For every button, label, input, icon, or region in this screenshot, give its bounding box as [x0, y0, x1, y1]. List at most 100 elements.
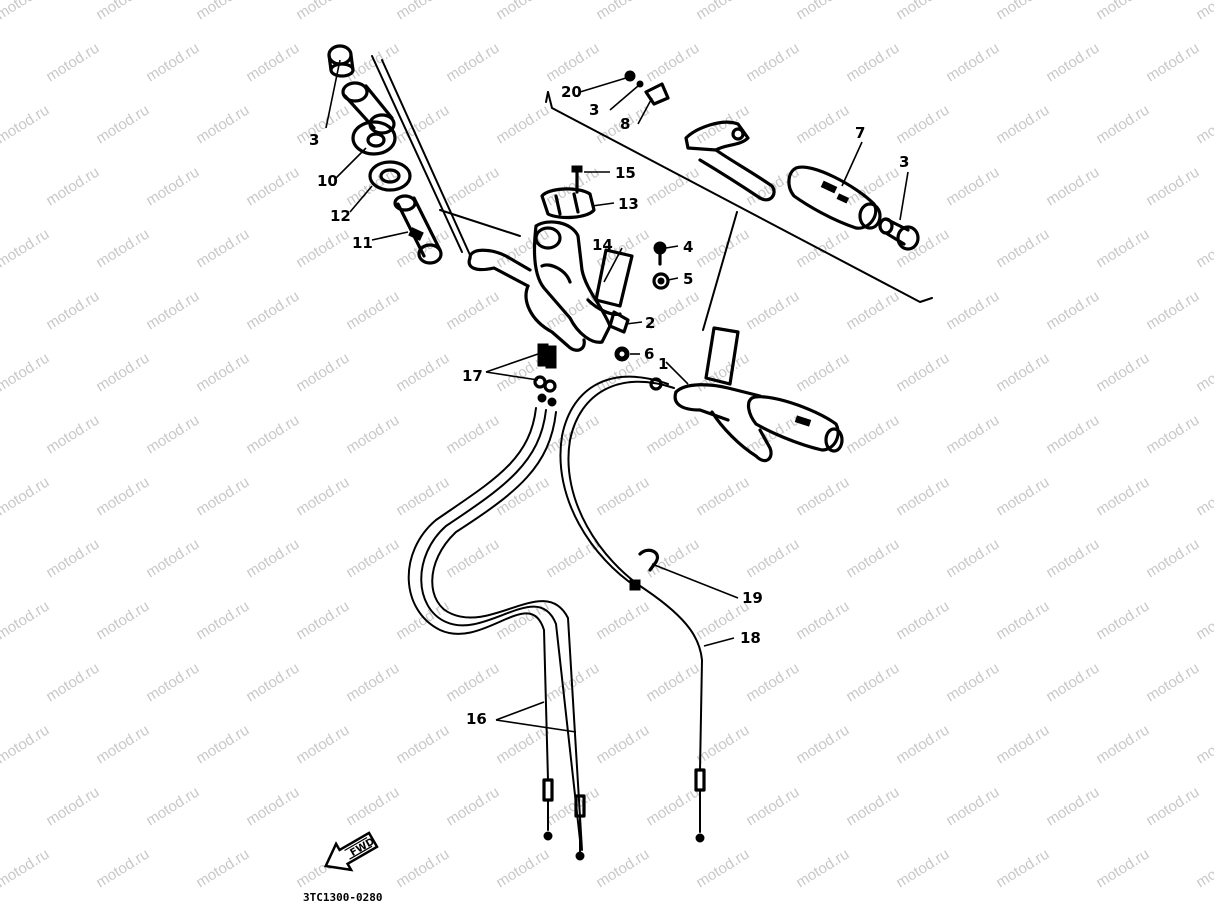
watermark-text: motod.ru: [1193, 846, 1214, 892]
callout-3-left: 3: [309, 131, 319, 149]
watermark-text: motod.ru: [393, 846, 452, 892]
watermark-text: motod.ru: [293, 0, 352, 23]
throttle-cable-16: [559, 375, 706, 843]
watermark-text: motod.ru: [0, 722, 52, 768]
throttle-grip-1: [746, 395, 844, 453]
watermark-text: motod.ru: [0, 908, 2, 911]
watermark-text: motod.ru: [443, 784, 502, 830]
watermark-text: motod.ru: [343, 412, 402, 458]
watermark-text: motod.ru: [543, 536, 602, 582]
watermark-text: motod.ru: [1143, 536, 1202, 582]
watermark-text: motod.ru: [693, 474, 752, 520]
lever-holder-18: [644, 82, 670, 106]
watermark-text: motod.ru: [543, 40, 602, 86]
watermark-text: motod.ru: [93, 0, 152, 23]
forward-arrow-icon: FWD: [323, 831, 379, 872]
watermark-text: motod.ru: [293, 350, 352, 396]
handlebar-outline: [371, 55, 933, 331]
watermark-text: motod.ru: [893, 0, 952, 23]
watermark-text: motod.ru: [943, 536, 1002, 582]
watermark-text: motod.ru: [693, 350, 752, 396]
watermark-text: motod.ru: [693, 846, 752, 892]
washer-5: [652, 272, 670, 290]
watermark-text: motod.ru: [193, 226, 252, 272]
watermark-text: motod.ru: [1143, 660, 1202, 706]
watermark-text: motod.ru: [1193, 102, 1214, 148]
watermark-text: motod.ru: [743, 660, 802, 706]
callout-labels: 3 10 12 11 15 13 14 4 5 2 6 1 17 16 18 1…: [309, 83, 909, 728]
watermark-text: motod.ru: [143, 288, 202, 334]
collar-8: [351, 120, 397, 156]
watermark-text: motod.ru: [493, 0, 552, 23]
watermark-text: motod.ru: [443, 164, 502, 210]
watermark-text: motod.ru: [393, 474, 452, 520]
watermark-text: motod.ru: [1043, 164, 1102, 210]
watermark-text: motod.ru: [43, 536, 102, 582]
watermark-text: motod.ru: [993, 598, 1052, 644]
watermark-text: motod.ru: [643, 40, 702, 86]
watermark-text: motod.ru: [143, 412, 202, 458]
watermark-text: motod.ru: [843, 908, 902, 911]
watermark-text: motod.ru: [193, 0, 252, 23]
pin-19: [624, 70, 636, 82]
watermark-text: motod.ru: [243, 288, 302, 334]
watermark-text: motod.ru: [1193, 722, 1214, 768]
watermark-text: motod.ru: [1143, 164, 1202, 210]
watermark-text: motod.ru: [993, 102, 1052, 148]
watermark-text: motod.ru: [1093, 102, 1152, 148]
watermark-text: motod.ru: [443, 288, 502, 334]
left-grip-assembly: [327, 44, 443, 265]
callout-11: 13: [618, 195, 639, 213]
watermark-text: motod.ru: [93, 846, 152, 892]
watermark-text: motod.ru: [43, 164, 102, 210]
watermark-text: motod.ru: [643, 908, 702, 911]
watermark-text: motod.ru: [943, 288, 1002, 334]
watermark-text: motod.ru: [893, 474, 952, 520]
watermark-text: motod.ru: [1193, 226, 1214, 272]
watermark-text: motod.ru: [443, 660, 502, 706]
watermark-text: motod.ru: [343, 660, 402, 706]
callout-8: 10: [317, 172, 338, 190]
watermark-text: motod.ru: [293, 102, 352, 148]
watermark-text: motod.ru: [1043, 660, 1102, 706]
watermark-text: motod.ru: [743, 784, 802, 830]
watermark-text: motod.ru: [793, 598, 852, 644]
callout-2: 2: [645, 314, 655, 332]
watermark-text: motod.ru: [443, 536, 502, 582]
watermark-text: motod.ru: [643, 660, 702, 706]
callout-3-right: 3: [899, 153, 909, 171]
callout-19: 20: [561, 83, 582, 101]
watermark-text: motod.ru: [193, 846, 252, 892]
callout-18: 8: [620, 115, 630, 133]
watermark-text: motod.ru: [943, 660, 1002, 706]
watermark-text: motod.ru: [1193, 474, 1214, 520]
watermark-text: motod.ru: [593, 0, 652, 23]
callout-10: 12: [330, 207, 351, 225]
watermark-text: motod.ru: [593, 598, 652, 644]
watermark-text: motod.ru: [193, 102, 252, 148]
watermark-text: motod.ru: [1043, 784, 1102, 830]
watermark-text: motod.ru: [943, 40, 1002, 86]
watermark-text: motod.ru: [993, 226, 1052, 272]
watermark-text: motod.ru: [443, 908, 502, 911]
watermark-text: motod.ru: [1143, 288, 1202, 334]
watermark-text: motod.ru: [43, 908, 102, 911]
watermark-text: motod.ru: [1143, 908, 1202, 911]
callout-14: 16: [466, 710, 487, 728]
watermark-text: motod.ru: [1193, 350, 1214, 396]
watermark-text: motod.ru: [893, 722, 952, 768]
callout-16: 18: [740, 629, 761, 647]
watermark-text: motod.ru: [1193, 598, 1214, 644]
callout-17: 19: [742, 589, 763, 607]
watermark-text: motod.ru: [343, 288, 402, 334]
watermark-text: motod.ru: [1193, 0, 1214, 23]
watermark-text: motod.ru: [0, 846, 52, 892]
watermark-text: motod.ru: [1143, 784, 1202, 830]
watermark-text: motod.ru: [1093, 722, 1152, 768]
watermark-text: motod.ru: [193, 598, 252, 644]
watermark-text: motod.ru: [843, 660, 902, 706]
watermark-text: motod.ru: [1093, 846, 1152, 892]
watermark-text: motod.ru: [243, 40, 302, 86]
callout-1: 1: [658, 355, 668, 373]
callout-12: 14: [592, 236, 613, 254]
